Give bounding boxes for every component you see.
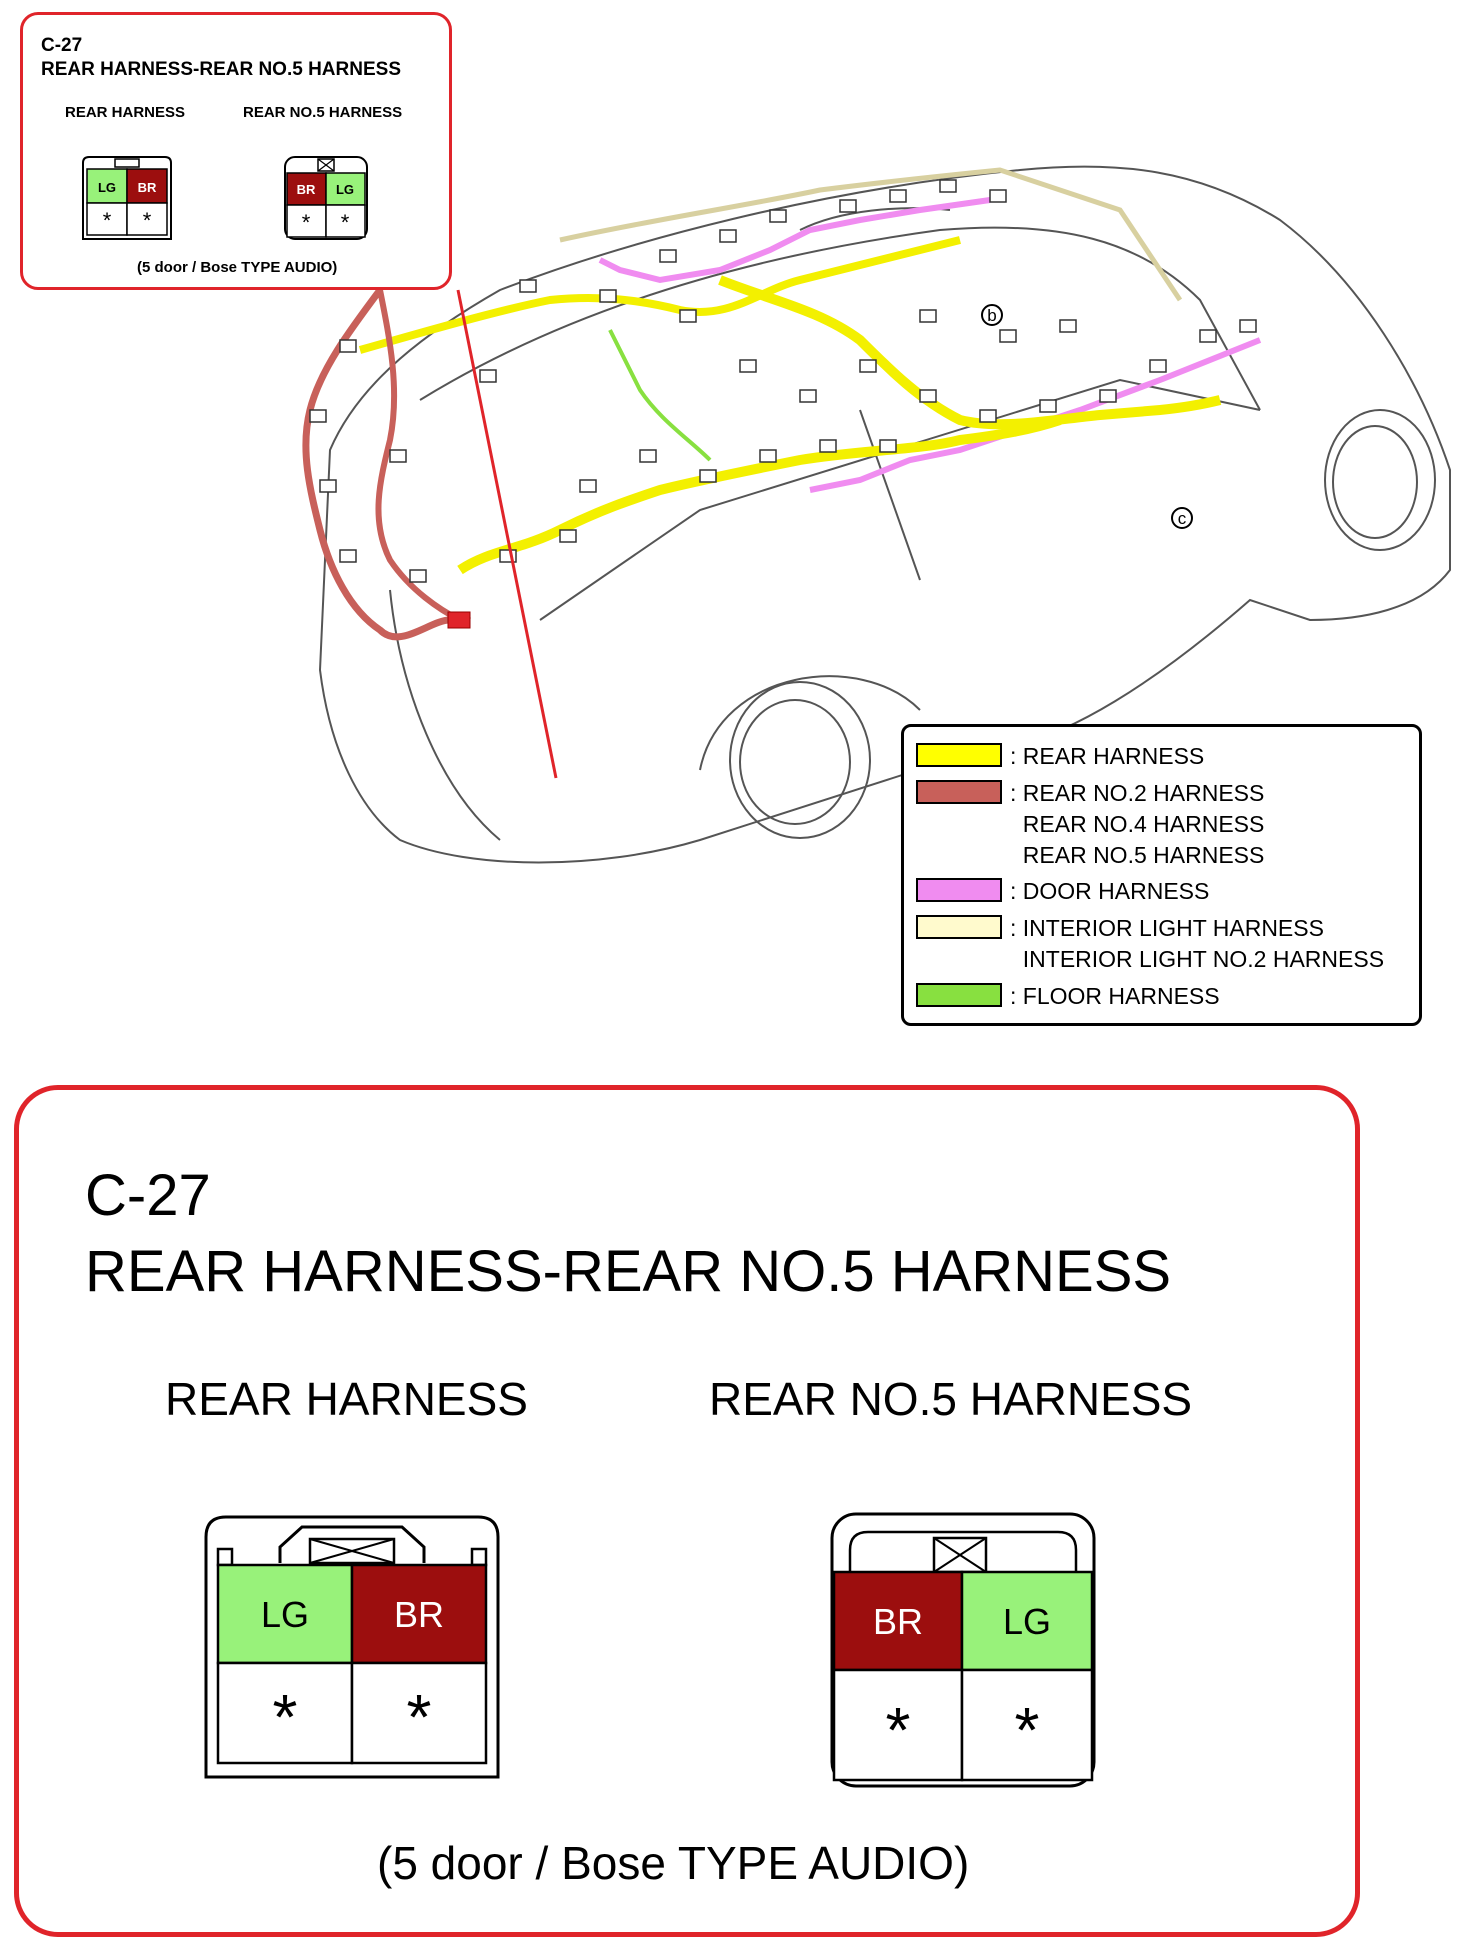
legend-item-door-harness: : DOOR HARNESS [916, 876, 1209, 907]
legend-item-floor-harness: : FLOOR HARNESS [916, 981, 1220, 1012]
connector-callout-small: C-27 REAR HARNESS-REAR NO.5 HARNESS REAR… [20, 12, 452, 290]
right-pin-1: BR [873, 1601, 923, 1642]
right-pin-4: * [1015, 1694, 1040, 1766]
callout-b: b [981, 304, 1003, 326]
legend-swatch-green [916, 983, 1002, 1007]
right-pin-2: LG [1003, 1601, 1051, 1642]
rear-no4-harness-wire [375, 289, 462, 623]
connector-callout-large: C-27 REAR HARNESS-REAR NO.5 HARNESS REAR… [14, 1085, 1360, 1937]
rear-harness-connector: LG BR * * [204, 1515, 500, 1779]
legend-swatch-red [916, 780, 1002, 804]
left-pin-1: LG [261, 1594, 309, 1635]
legend-item-rear-harness: : REAR HARNESS [916, 741, 1204, 772]
legend-item-rear-no2-harness: : REAR NO.2 HARNESS REAR NO.4 HARNESS RE… [916, 778, 1264, 871]
rear-harness-wire-center [718, 275, 1222, 430]
callout-c: c [1171, 507, 1193, 529]
legend-label: : REAR HARNESS [1010, 743, 1205, 769]
small-right-pin-1: BR [297, 182, 316, 197]
connector-code: C-27 [85, 1163, 211, 1228]
left-pin-3: * [273, 1681, 298, 1753]
interior-light-harness-wire [559, 167, 1183, 302]
small-connector-title: REAR HARNESS-REAR NO.5 HARNESS [41, 59, 401, 80]
small-left-pin-3: * [103, 208, 112, 233]
rear-no5-harness-connector: BR LG * * [830, 1512, 1096, 1788]
left-harness-label: REAR HARNESS [165, 1373, 528, 1425]
small-right-pin-2: LG [336, 182, 354, 197]
small-left-pin-2: BR [138, 180, 157, 195]
legend-item-interior-light-harness: : INTERIOR LIGHT HARNESS INTERIOR LIGHT … [916, 913, 1384, 975]
rear-no2-harness-wire [302, 287, 471, 641]
harness-connectors [309, 179, 1257, 583]
connector-note: (5 door / Bose TYPE AUDIO) [377, 1837, 970, 1889]
legend-swatch-yellow [916, 743, 1002, 767]
legend-label: : REAR NO.2 HARNESS REAR NO.4 HARNESS RE… [1010, 780, 1265, 868]
legend-label: : INTERIOR LIGHT HARNESS INTERIOR LIGHT … [1010, 915, 1385, 972]
small-left-pin-4: * [143, 208, 152, 233]
small-left-pin-1: LG [98, 180, 116, 195]
door-harness-wire-top [598, 197, 991, 284]
callout-b-label: b [987, 306, 996, 325]
legend-label: : FLOOR HARNESS [1010, 983, 1220, 1009]
legend-label: : DOOR HARNESS [1010, 878, 1210, 904]
legend-swatch-pink [916, 878, 1002, 902]
right-pin-3: * [886, 1694, 911, 1766]
small-right-connector: BR LG * * [284, 156, 368, 240]
connector-title: REAR HARNESS-REAR NO.5 HARNESS [85, 1239, 1172, 1304]
left-pin-4: * [407, 1681, 432, 1753]
small-note: (5 door / Bose TYPE AUDIO) [137, 259, 338, 276]
small-left-connector: LG BR * * [82, 156, 172, 240]
small-right-label: REAR NO.5 HARNESS [243, 104, 403, 121]
small-left-label: REAR HARNESS [65, 104, 186, 121]
small-right-pin-4: * [341, 210, 350, 235]
right-harness-label: REAR NO.5 HARNESS [709, 1373, 1193, 1425]
rear-harness-wire-lower [457, 415, 1062, 575]
rear-wheel [699, 675, 921, 839]
left-pin-2: BR [394, 1594, 444, 1635]
callout-c-label: c [1178, 509, 1187, 528]
small-connector-code: C-27 [41, 35, 83, 56]
legend-swatch-cream [916, 915, 1002, 939]
floor-harness-wire [608, 329, 712, 462]
front-wheel [1324, 409, 1436, 551]
harness-legend: : REAR HARNESS : REAR NO.2 HARNESS REAR … [901, 724, 1422, 1026]
car-harness-illustration: b c [302, 165, 1451, 864]
c27-connector-marker [447, 611, 471, 629]
small-right-pin-3: * [302, 210, 311, 235]
